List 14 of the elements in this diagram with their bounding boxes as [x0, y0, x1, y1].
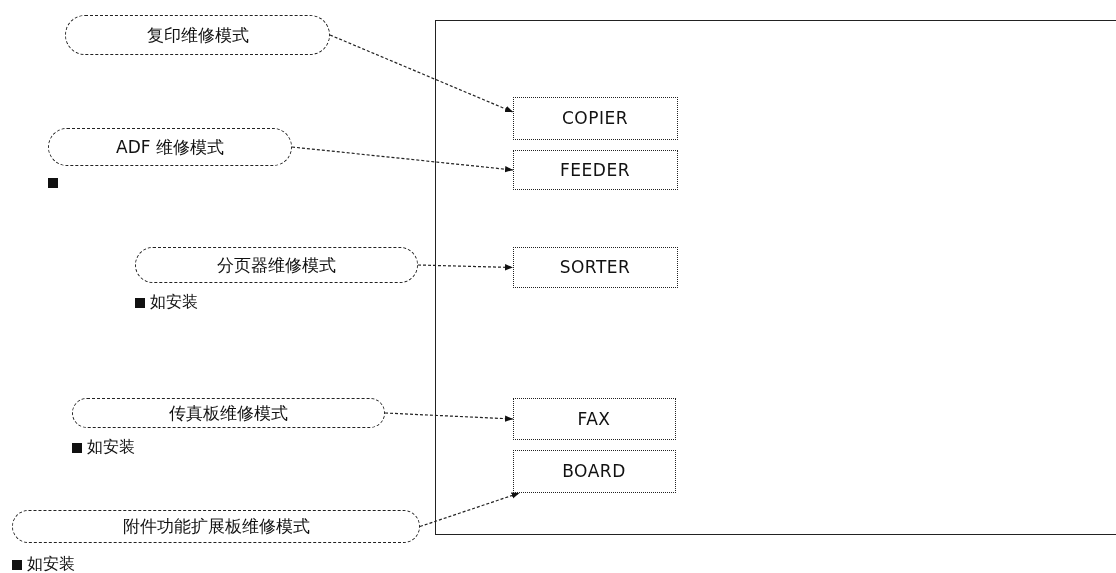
note-text: 如安装 — [150, 292, 198, 313]
arrow — [384, 412, 514, 422]
menu-key-box: COPIER — [512, 96, 678, 140]
note-text: 如安装 — [87, 437, 135, 458]
screen-frame — [435, 20, 1116, 535]
menu-key-box: FEEDER — [512, 149, 678, 190]
menu-key-box: FAX — [512, 397, 676, 440]
menu-key-box: BOARD — [512, 449, 676, 493]
menu-key-box: SORTER — [512, 246, 678, 288]
arrow — [329, 34, 514, 113]
arrow — [291, 146, 514, 173]
arrow — [417, 264, 514, 271]
note-text: 如安装 — [27, 554, 75, 573]
arrow — [419, 492, 521, 528]
